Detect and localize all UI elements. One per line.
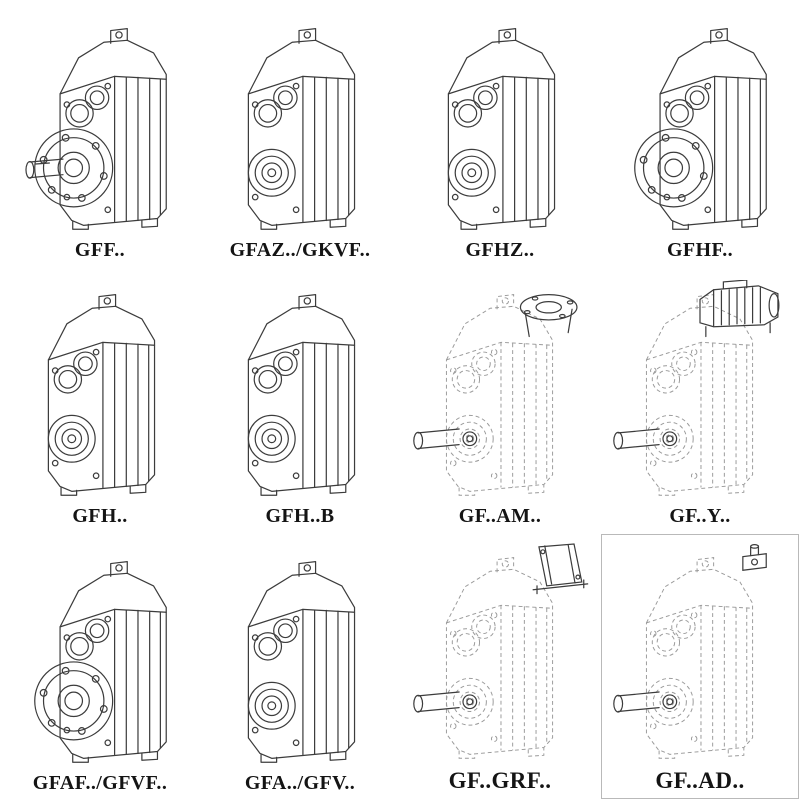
gearbox-dashed-with-motor-drawing	[602, 280, 798, 504]
model-label-gf-ad: GF..AD..	[655, 768, 745, 794]
gearbox-hollow-shaft-drawing	[202, 14, 398, 238]
cell-gfaf-gfvf: GFAF../GFVF..	[0, 533, 200, 800]
gearbox-hollow-shaft-drawing	[2, 280, 198, 504]
gearbox-dashed-input-shaft-drawing	[602, 543, 798, 767]
gearbox-dashed-with-adapter-drawing	[402, 543, 598, 767]
cell-gfaz-gkvf: GFAZ../GKVF..	[200, 0, 400, 267]
cell-gf-grf: GF..GRF..	[400, 533, 600, 800]
model-label-gfhz: GFHZ..	[465, 238, 535, 261]
gearbox-hollow-shaft-drawing	[202, 547, 398, 771]
model-label-gff: GFF..	[74, 238, 126, 261]
cell-gfh: GFH..	[0, 267, 200, 534]
model-label-gfa-gfv: GFA../GFV..	[244, 771, 356, 794]
cell-gf-am: GF..AM..	[400, 267, 600, 534]
cell-gfhf: GFHF..	[600, 0, 800, 267]
gearbox-hollow-shaft-drawing	[402, 14, 598, 238]
cell-gfh-b: GFH..B	[200, 267, 400, 534]
cell-gff: GFF..	[0, 0, 200, 267]
model-label-gf-am: GF..AM..	[458, 505, 542, 528]
gearbox-dashed-top-flange-drawing	[402, 280, 598, 504]
model-label-gfh: GFH..	[72, 505, 128, 528]
cell-gfa-gfv: GFA../GFV..	[200, 533, 400, 800]
model-label-gfaz-gkvf: GFAZ../GKVF..	[229, 238, 371, 261]
gearbox-flange-hollow-drawing	[2, 547, 198, 771]
model-label-gf-y: GF..Y..	[669, 505, 731, 528]
gearbox-hollow-shaft-drawing	[202, 280, 398, 504]
gearbox-flange-output-shaft-drawing	[2, 14, 198, 238]
model-label-gfhf: GFHF..	[666, 238, 734, 261]
gearbox-flange-hollow-drawing	[602, 14, 798, 238]
cell-gf-ad: GF..AD..	[600, 533, 800, 800]
model-label-gf-grf: GF..GRF..	[448, 768, 552, 794]
cell-gfhz: GFHZ..	[400, 0, 600, 267]
model-label-gfaf-gfvf: GFAF../GFVF..	[32, 771, 168, 794]
model-label-gfh-b: GFH..B	[265, 505, 335, 528]
cell-gf-y: GF..Y..	[600, 267, 800, 534]
